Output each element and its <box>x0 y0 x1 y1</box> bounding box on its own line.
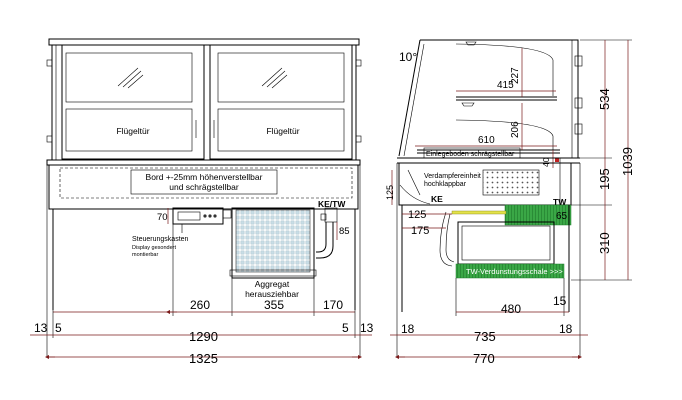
side-front-glass-inner <box>403 43 425 157</box>
dim-170: 170 <box>323 298 343 312</box>
control-box-label3: montierbar <box>132 252 158 258</box>
evaporation-tray <box>455 263 565 279</box>
side-drain-pipe-inner <box>445 213 455 263</box>
front-panel-line <box>407 169 421 196</box>
shelf-outline <box>59 167 353 199</box>
ke-label: KE <box>431 194 443 204</box>
front-dim-overall: 1325 <box>44 351 363 366</box>
hinge-mark <box>355 59 362 67</box>
dim-415: 415 <box>497 80 514 91</box>
shelf-note-line1: Bord +-25mm höhenverstellbar <box>146 172 263 182</box>
control-box-label2: Display gesondert <box>132 245 176 251</box>
hinge-mark <box>574 55 583 67</box>
front-dim-row-1: 260 355 170 <box>53 224 355 316</box>
door-left: Flügeltür <box>61 44 205 160</box>
shelf-note-box <box>130 169 278 195</box>
dim-1290: 1290 <box>189 329 218 344</box>
hinge-mark <box>574 97 583 109</box>
drain-pipe: KE/TW <box>316 199 346 259</box>
sensor-marker <box>555 158 559 162</box>
side-base <box>398 162 572 206</box>
front-top-frame <box>48 38 360 46</box>
shelf-note-line2: und schrägstellbar <box>169 182 239 192</box>
dim-18-right: 18 <box>559 322 573 336</box>
dim-15: 15 <box>553 294 567 308</box>
dim-1325: 1325 <box>189 351 218 366</box>
counter-top <box>46 159 361 166</box>
dim-480: 480 <box>501 302 521 316</box>
dim-65: 65 <box>556 211 568 222</box>
side-top <box>420 39 579 158</box>
evaporator-hinge-arc <box>399 184 431 205</box>
dim-125-vertical: 125 <box>385 185 395 200</box>
door-right-label: Flügeltür <box>266 126 299 136</box>
dim-70: 70 <box>157 212 168 223</box>
dim-40: 40 <box>541 157 551 167</box>
hinge-mark <box>46 135 53 143</box>
dim-angle-10: 10° <box>399 50 417 64</box>
dim-5-right: 5 <box>342 321 349 335</box>
front-view: Flügeltür Flügeltür Bord +-25mm höhenver… <box>30 38 374 366</box>
dim-5-left: 5 <box>55 321 62 335</box>
evaporator-label1: Verdampfereinheit <box>424 173 481 180</box>
aggregate-label2: herausziehbar <box>245 289 299 299</box>
dim-206: 206 <box>510 121 521 138</box>
hinge-mark <box>46 59 53 67</box>
dim-310: 310 <box>597 232 612 254</box>
front-post-right-inner <box>351 44 357 161</box>
dim-195: 195 <box>597 168 612 190</box>
control-box: Steuerungskasten Display gesondert monti… <box>132 207 232 258</box>
control-box-label1: Steuerungskasten <box>132 236 189 243</box>
front-post-left-inner <box>51 44 57 161</box>
ke-tw-label: KE/TW <box>318 199 346 209</box>
dim-227: 227 <box>510 67 521 84</box>
insert-shelf-label: Einlegeboden schrägstellbar <box>426 151 515 158</box>
lamp-icon <box>461 102 475 107</box>
drip-tray-green <box>504 204 572 226</box>
dim-610: 610 <box>478 135 495 146</box>
side-front-glass <box>398 39 421 157</box>
front-vertical-dims: 70 85 <box>157 208 350 240</box>
evaporator-unit <box>482 169 540 196</box>
side-vertical-dims: 534 195 310 1039 <box>571 39 635 281</box>
door-left-label: Flügeltür <box>116 126 149 136</box>
tw-label: TW <box>553 197 567 207</box>
dim-18-left: 18 <box>401 322 415 336</box>
evaporation-tray-label: TW-Verdunstungsschale >>> <box>466 267 563 276</box>
dim-85: 85 <box>339 226 350 237</box>
lower-shelf-bracket <box>455 119 554 150</box>
side-aggregate-inner <box>461 225 551 261</box>
dim-355: 355 <box>264 298 284 312</box>
drain-strip-yellow <box>451 210 507 215</box>
side-view: 10° 227 415 206 610 Einlegeboden schrägs… <box>385 39 635 366</box>
hinge-mark <box>574 123 583 135</box>
upper-shelf-bracket <box>455 43 554 96</box>
dim-125-horizontal: 125 <box>408 209 426 221</box>
dim-735: 735 <box>474 329 496 344</box>
side-drain-pipe <box>439 211 453 267</box>
dim-534: 534 <box>597 88 612 110</box>
front-dim-row-2: 13 5 1290 5 13 <box>30 165 374 356</box>
hinge-mark <box>355 135 362 143</box>
side-aggregate-box <box>457 221 555 265</box>
cabinet-base <box>48 164 359 210</box>
dim-13-right: 13 <box>360 321 374 335</box>
door-right: Flügeltür <box>209 44 353 160</box>
dim-175: 175 <box>411 225 429 237</box>
aggregate-unit: Aggregat herausziehbar <box>229 207 317 299</box>
aggregate-label1: Aggregat <box>255 279 290 289</box>
dim-1039: 1039 <box>620 147 635 176</box>
dim-260: 260 <box>190 298 210 312</box>
dim-13-left: 13 <box>34 321 48 335</box>
dim-770: 770 <box>473 351 495 366</box>
lamp-icon <box>465 41 477 46</box>
evaporator-label2: hochklappbar <box>424 181 467 188</box>
